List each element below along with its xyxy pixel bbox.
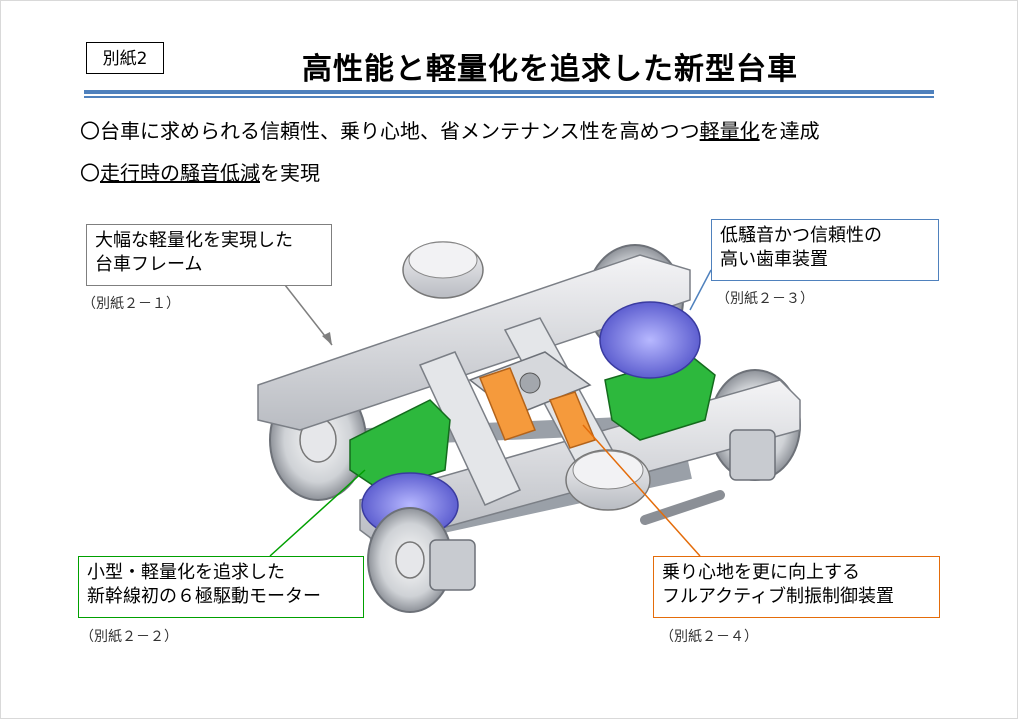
callout-active-damper-line1: 乗り心地を更に向上する: [662, 562, 860, 583]
bullet-noise: 〇走行時の騒音低減を実現: [80, 157, 320, 186]
bullet-lightweight-underlined: 軽量化: [699, 119, 760, 143]
attachment-tag: 別紙2: [86, 42, 164, 74]
ref-gear-unit: （別紙２－３）: [716, 291, 814, 307]
axle-box-front-left: [429, 539, 476, 591]
gear-leader-line: [689, 269, 712, 311]
callout-gear-unit-line1: 低騒音かつ信頼性の: [720, 225, 882, 246]
air-spring-front-top: [572, 450, 644, 490]
wheel-hub-front-left: [395, 541, 425, 579]
bullet-noise-underlined: 走行時の騒音低減: [100, 161, 260, 185]
bullet-noise-mark: 〇: [80, 161, 100, 185]
callout-bogie-frame: 大幅な軽量化を実現した 台車フレーム: [86, 224, 332, 286]
air-spring-rear-top: [408, 241, 478, 279]
axle-box-rear-right: [729, 429, 776, 481]
center-pivot: [519, 372, 541, 394]
gear-unit-right: [599, 301, 701, 379]
active-damper-left: [479, 367, 536, 441]
callout-bogie-frame-line2: 台車フレーム: [95, 254, 203, 275]
callout-gear-unit-line2: 高い歯車装置: [720, 249, 828, 270]
bullet-lightweight: 〇台車に求められる信頼性、乗り心地、省メンテナンス性を高めつつ軽量化を達成: [80, 115, 820, 144]
active-damper-right: [548, 391, 597, 449]
callout-traction-motor-line2: 新幹線初の６極駆動モーター: [87, 586, 321, 607]
callout-active-damper: 乗り心地を更に向上する フルアクティブ制振制御装置: [653, 556, 940, 618]
traction-motor-left: [349, 399, 451, 491]
callout-traction-motor-line1: 小型・軽量化を追求した: [87, 562, 285, 583]
bullet-noise-tail: を実現: [260, 161, 320, 185]
callout-traction-motor: 小型・軽量化を追求した 新幹線初の６極駆動モーター: [78, 556, 364, 618]
ref-bogie-frame: （別紙２－１）: [82, 296, 180, 312]
bullet-lightweight-tail: を達成: [759, 119, 820, 143]
ref-active-damper: （別紙２－４）: [660, 629, 758, 645]
title-rule-thin: [84, 96, 934, 98]
page-title: 高性能と軽量化を追求した新型台車: [302, 52, 798, 87]
callout-bogie-frame-line1: 大幅な軽量化を実現した: [95, 230, 293, 251]
title-rule-thick: [84, 90, 934, 94]
callout-gear-unit: 低騒音かつ信頼性の 高い歯車装置: [711, 219, 939, 281]
bullet-lightweight-text: 〇台車に求められる信頼性、乗り心地、省メンテナンス性を高めつつ: [80, 119, 700, 143]
motor-leader-line: [269, 469, 366, 557]
damper-leader-line: [582, 424, 701, 557]
callout-active-damper-line2: フルアクティブ制振制御装置: [662, 586, 895, 607]
side-frame-rear: [257, 254, 691, 431]
frame-leader-arrow: [322, 332, 332, 345]
yaw-damper: [640, 490, 725, 525]
ref-traction-motor: （別紙２－２）: [80, 629, 178, 645]
cross-beam-left: [418, 351, 522, 506]
